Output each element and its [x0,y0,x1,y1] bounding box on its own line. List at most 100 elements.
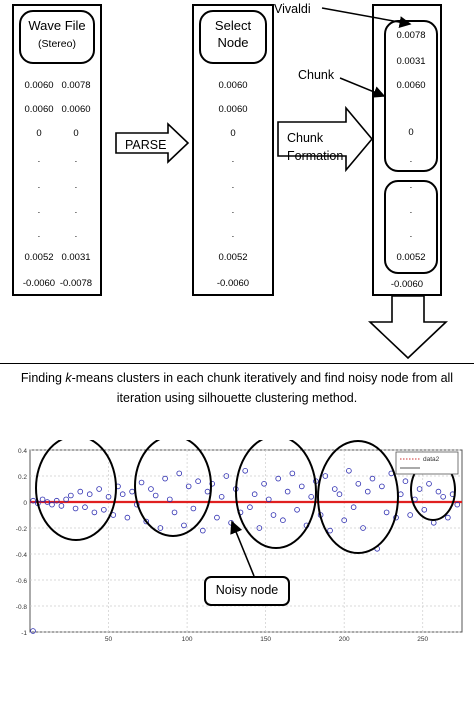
vivaldi-label: Vivaldi [274,2,311,16]
y-tick-label: 0.4 [18,448,27,455]
scatter-point [298,483,305,490]
scatter-point [82,504,88,510]
outlier-point [30,628,36,634]
y-tick-label: 0.2 [18,474,27,481]
wave-file-subtitle: (Stereo) [38,38,76,50]
caption-line2: iteration using silhouette clustering me… [116,391,358,405]
scatter-point [350,504,357,510]
scatter-point [247,504,253,510]
scatter-point [454,501,461,508]
wave-value-right: 0.0078 [61,80,91,91]
chunk-1-value: 0.0078 [396,30,426,41]
select-node-value: -0.0060 [216,278,250,289]
vivaldi-pointer [321,7,412,29]
chunk-label: Chunk [298,68,335,82]
scatter-point [383,509,390,516]
wave-value-right: 0.0031 [61,252,91,263]
scatter-point [63,496,69,503]
wave-value-left: 0.0052 [24,252,54,263]
wave-value-left: . [37,229,41,240]
chunk-pointer [339,77,386,98]
scatter-point [223,473,230,479]
scatter-point [58,503,65,509]
x-tick-label: 250 [417,636,428,642]
x-tick-label: 100 [182,636,193,642]
down-arrow [367,295,449,360]
scatter-point [91,509,98,516]
scatter-point [416,486,423,492]
x-tick-label: 150 [260,636,271,642]
wave-value-left: 0 [36,128,42,139]
scatter-point [308,493,314,500]
scatter-point [157,525,164,531]
select-node-title-line2: Node [217,35,249,50]
chunk-1-value: 0.0031 [396,56,426,67]
scatter-point [167,496,173,503]
caption-line1-post: -means clusters in each chunk iterativel… [71,371,454,385]
scatter-point [105,493,112,500]
scatter-point [77,488,84,495]
select-node-title-line1: Select [214,18,252,33]
chunk-box-2 [384,180,438,274]
wave-value-right: . [74,229,78,240]
wave-value-right: . [74,180,78,191]
scatter-point [119,491,126,497]
y-tick-label: -0.2 [16,526,28,533]
wave-value-left: . [37,180,41,191]
scatter-point [435,488,442,495]
scatter-point [270,512,277,518]
select-node-title-box [199,10,267,64]
wave-value-left: . [37,205,41,216]
scatter-point [218,493,225,500]
scatter-point [209,480,216,487]
scatter-point [242,467,249,474]
select-node-value: 0.0060 [218,104,248,115]
scatter-point [68,492,74,499]
scatter-point [39,496,46,503]
chunk-2-value: . [409,180,413,191]
scatter-point [322,473,329,479]
scatter-point [284,488,291,495]
scatter-point [49,501,55,508]
parse-label: PARSE [125,138,167,152]
select-node-value: . [231,154,235,165]
y-tick-label: -1 [21,630,27,637]
scatter-point [379,483,385,490]
x-tick-label: 50 [105,636,113,642]
wave-value-left: . [37,154,41,165]
pointer-arrows [321,7,449,360]
scatter-point [251,491,258,497]
chunk-2-value: . [409,205,413,216]
scatter-point [355,480,362,487]
wave-value-right: . [74,205,78,216]
y-tick-label: -0.8 [16,604,28,611]
scatter-point [143,518,150,525]
scatter-point [148,486,154,492]
chunk-2-value: 0.0052 [396,252,426,263]
wave-value-left: 0.0060 [24,80,54,91]
scatter-point [256,525,263,531]
wave-value-right: . [74,154,78,165]
select-node-value: . [231,205,235,216]
select-node-value: 0.0052 [218,252,248,263]
wave-value-right: -0.0078 [59,278,93,289]
scatter-point [364,488,371,495]
scatter-point [275,475,282,482]
scatter-point [44,499,51,505]
scatter-point [336,491,343,497]
chunk-formation-line2: Formation [287,149,344,163]
select-node-value: . [231,229,235,240]
caption: Finding k-means clusters in each chunk i… [20,368,454,408]
scatter-point [360,525,366,531]
scatter-point [96,486,102,492]
wave-file-title-box [19,10,95,64]
scatter-point [185,483,192,490]
chunk-1-value: . [409,154,413,165]
chunk-1-value: 0 [408,127,414,138]
wave-value-left: 0.0060 [24,104,54,115]
select-node-value: 0 [230,128,236,139]
scatter-point [261,480,267,487]
scatter-point [190,505,197,512]
scatter-point [369,475,376,482]
